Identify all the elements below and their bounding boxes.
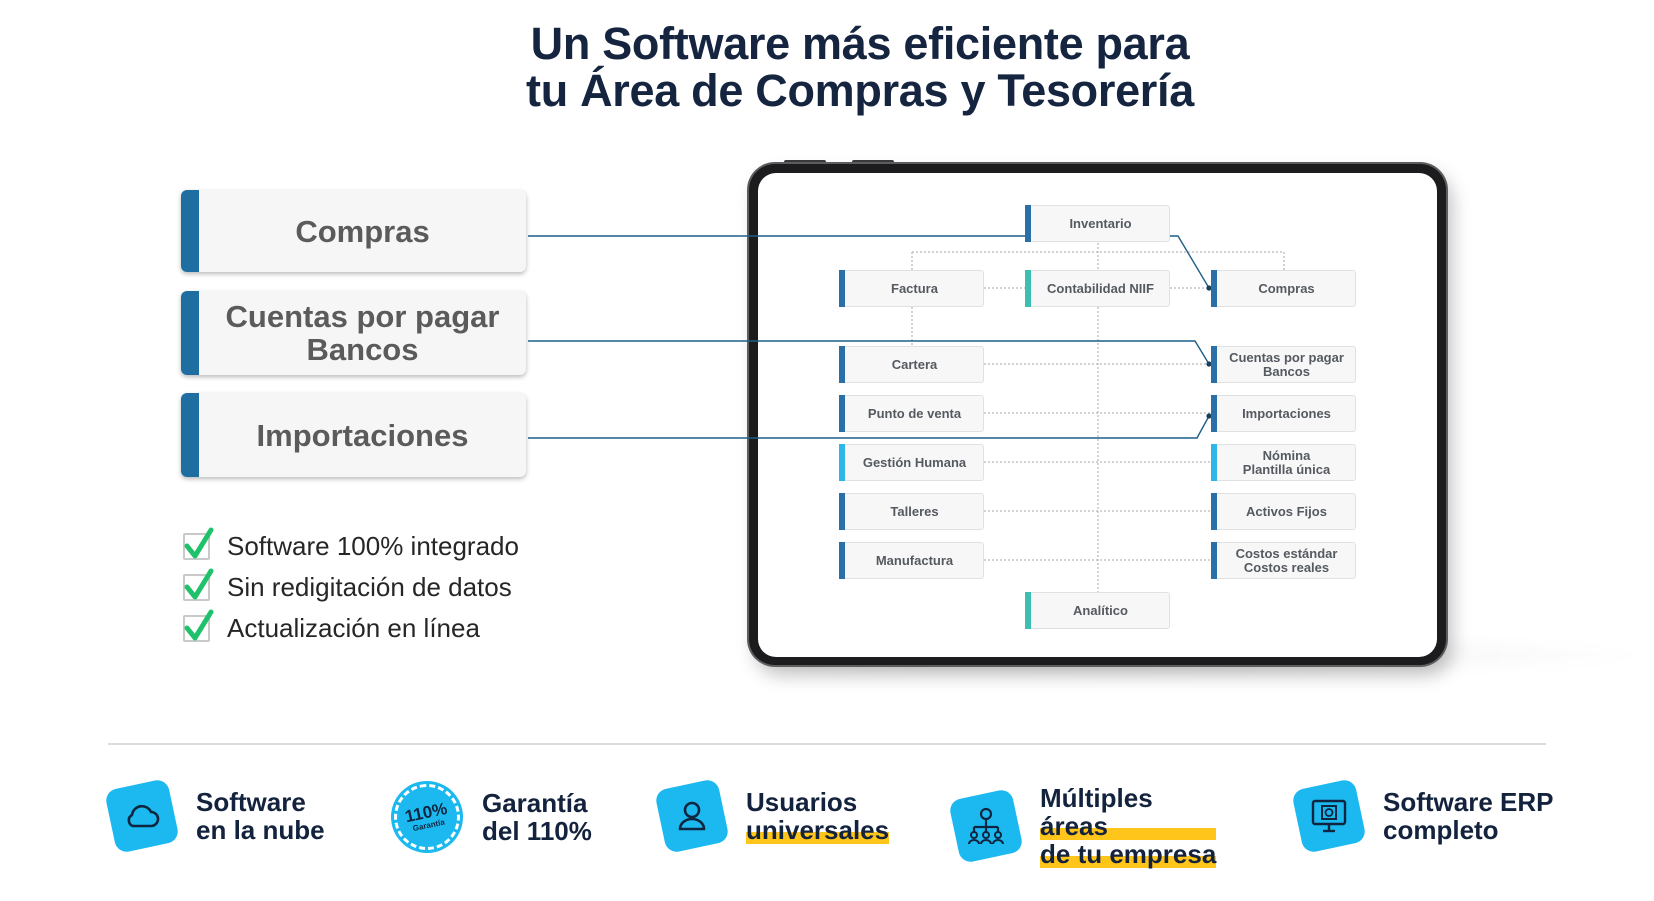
node-analitico[interactable]: Analítico (1025, 592, 1170, 629)
card-cuentas-label-2: Bancos (306, 332, 419, 367)
feature-cloud: Software en la nube (104, 778, 325, 854)
checklist-item: Sin redigitación de datos (183, 567, 519, 608)
node-compras[interactable]: Compras (1211, 270, 1356, 307)
node-label: Inventario (1069, 215, 1132, 231)
feature-guarantee: 110% Garantía Garantía del 110% (387, 777, 592, 857)
tablet-button (784, 160, 826, 164)
node-inventario[interactable]: Inventario (1025, 205, 1170, 242)
erp-monitor-icon (1291, 778, 1367, 854)
node-label: Contabilidad NIIF (1047, 280, 1154, 296)
node-talleres[interactable]: Talleres (839, 493, 984, 530)
node-label: Importaciones (1242, 405, 1331, 421)
user-icon (654, 778, 730, 854)
checklist-item: Software 100% integrado (183, 526, 519, 567)
cloud-icon (104, 778, 180, 854)
org-areas-icon (948, 788, 1024, 864)
page-title: Un Software más eficiente para tu Área d… (0, 20, 1654, 114)
feature-users-line-1: Usuarios (746, 787, 858, 817)
node-label: Manufactura (875, 552, 954, 568)
checklist-text: Software 100% integrado (227, 531, 519, 561)
feature-cloud-line-1: Software (196, 787, 306, 817)
title-line-1: Un Software más eficiente para (530, 18, 1190, 69)
node-label-1: Nómina (1262, 447, 1311, 463)
card-cuentas-por-pagar[interactable]: Cuentas por pagar Bancos (181, 291, 526, 375)
node-label-2: Costos reales (1243, 559, 1330, 575)
benefits-checklist: Software 100% integrado Sin redigitación… (183, 526, 519, 649)
checkbox-checked-icon (183, 609, 214, 642)
checkbox-checked-icon (183, 527, 214, 560)
card-compras[interactable]: Compras (181, 190, 526, 272)
node-label: Gestión Humana (862, 454, 967, 470)
node-label-2: Plantilla única (1242, 461, 1331, 477)
node-label: Punto de venta (867, 405, 962, 421)
node-punto-de-venta[interactable]: Punto de venta (839, 395, 984, 432)
feature-cloud-line-2: en la nube (196, 815, 325, 845)
node-label: Cartera (891, 356, 938, 372)
tablet-button (852, 160, 894, 164)
feature-erp-line-2: completo (1383, 815, 1499, 845)
node-label: Factura (891, 280, 938, 296)
guarantee-seal-icon: 110% Garantía (387, 777, 467, 857)
node-cuentas-por-pagar[interactable]: Cuentas por pagar Bancos (1211, 346, 1356, 383)
feature-areas-line-1b: áreas (1040, 812, 1217, 840)
checkbox-checked-icon (183, 568, 214, 601)
checklist-text: Sin redigitación de datos (227, 572, 512, 602)
node-label-2: Bancos (1263, 363, 1310, 379)
node-factura[interactable]: Factura (839, 270, 984, 307)
feature-guarantee-line-1: Garantía (482, 788, 588, 818)
node-cartera[interactable]: Cartera (839, 346, 984, 383)
node-costos[interactable]: Costos estándar Costos reales (1211, 542, 1356, 579)
node-manufactura[interactable]: Manufactura (839, 542, 984, 579)
card-importaciones[interactable]: Importaciones (181, 393, 526, 477)
feature-areas: Múltiples áreas de tu empresa (948, 783, 1217, 869)
node-label-1: Costos estándar (1235, 545, 1338, 561)
node-label: Analítico (1073, 602, 1128, 618)
feature-users-line-2: universales (746, 815, 890, 845)
node-nomina[interactable]: Nómina Plantilla única (1211, 444, 1356, 481)
feature-erp: Software ERP completo (1291, 778, 1554, 854)
node-importaciones[interactable]: Importaciones (1211, 395, 1356, 432)
title-line-2: tu Área de Compras y Tesorería (526, 65, 1194, 116)
feature-erp-line-1: Software ERP (1383, 787, 1554, 817)
node-contabilidad-niif[interactable]: Contabilidad NIIF (1025, 270, 1170, 307)
card-compras-label: Compras (295, 213, 430, 249)
card-cuentas-label-1: Cuentas por pagar (225, 299, 500, 334)
node-label: Activos Fijos (1246, 503, 1327, 519)
card-importaciones-label: Importaciones (256, 417, 469, 453)
node-activos-fijos[interactable]: Activos Fijos (1211, 493, 1356, 530)
node-label: Compras (1258, 280, 1315, 296)
checklist-item: Actualización en línea (183, 608, 519, 649)
feature-users: Usuarios universales (654, 778, 890, 854)
node-label-1: Cuentas por pagar (1229, 349, 1344, 365)
feature-areas-line-2: de tu empresa (1040, 839, 1217, 869)
section-divider (108, 743, 1546, 745)
node-label: Talleres (890, 503, 939, 519)
checklist-text: Actualización en línea (227, 613, 480, 643)
feature-guarantee-line-2: del 110% (482, 816, 592, 846)
feature-areas-line-1a: Múltiples (1040, 783, 1153, 813)
node-gestion-humana[interactable]: Gestión Humana (839, 444, 984, 481)
